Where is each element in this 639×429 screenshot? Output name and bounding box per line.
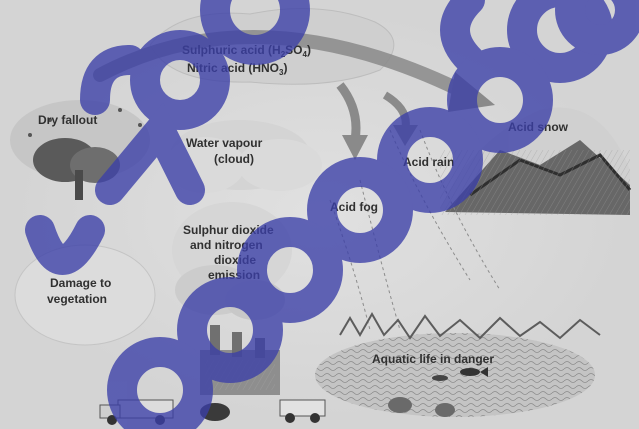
acid-rain-label: Acid rain [403, 155, 454, 169]
acids-label-line2: Nitric acid (HNO3) [187, 61, 287, 80]
dry-fallout-label: Dry fallout [38, 113, 97, 127]
emission-label-4: emission [208, 268, 260, 282]
water-vapour-label-2: (cloud) [214, 152, 254, 166]
emission-label-2: and nitrogen [190, 238, 263, 252]
aquatic-label: Aquatic life in danger [372, 352, 494, 366]
emission-label-1: Sulphur dioxide [183, 223, 274, 237]
damage-label-2: vegetation [47, 292, 107, 306]
water-vapour-label-1: Water vapour [186, 136, 262, 150]
damage-label-1: Damage to [50, 276, 111, 290]
acid-snow-label: Acid snow [508, 120, 568, 134]
emission-label-3: dioxide [214, 253, 256, 267]
acid-fog-label: Acid fog [330, 200, 378, 214]
acids-label-line1: Sulphuric acid (H2SO4) [182, 43, 311, 62]
